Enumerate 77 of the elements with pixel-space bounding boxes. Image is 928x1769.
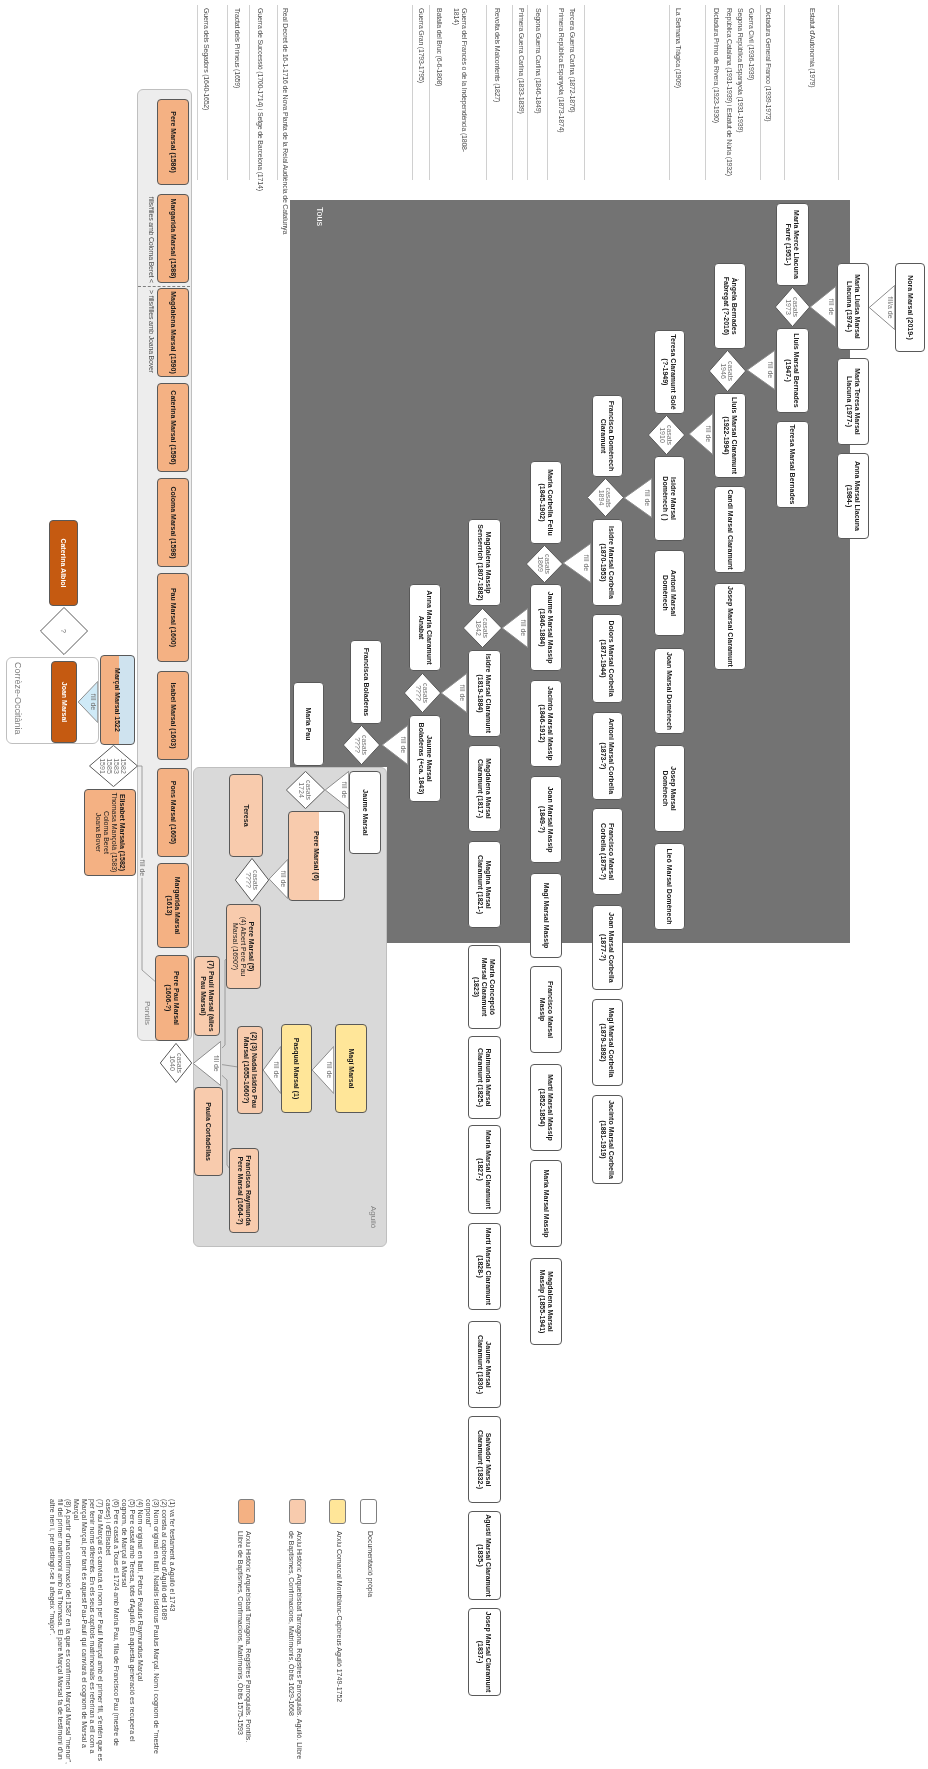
person-box <box>155 955 189 1041</box>
connector-line <box>221 958 228 1049</box>
person-box <box>468 1511 501 1600</box>
person-box <box>776 421 809 508</box>
person-box <box>592 614 623 703</box>
person-box <box>592 1095 623 1184</box>
person-box <box>837 453 869 539</box>
person-box <box>714 486 746 573</box>
region-panel <box>137 89 192 1041</box>
person-box <box>654 648 685 734</box>
connector-line <box>221 1075 231 1170</box>
connector-line <box>221 1064 239 1068</box>
person-box <box>229 774 263 857</box>
person-box <box>530 680 562 767</box>
person-box <box>837 358 869 445</box>
person-box <box>530 1064 562 1151</box>
person-box <box>530 873 562 958</box>
person-box <box>714 583 746 670</box>
person-box <box>293 682 324 766</box>
person-box <box>281 1024 312 1113</box>
region-label: Aguiló <box>369 1206 377 1229</box>
connector-line <box>137 765 157 983</box>
person-box <box>530 776 562 863</box>
person-box <box>194 956 220 1036</box>
person-box <box>84 789 136 876</box>
person-box <box>157 383 189 472</box>
person-box <box>350 640 382 724</box>
person-box <box>468 1036 501 1119</box>
person-box <box>654 456 685 541</box>
person-box <box>468 745 501 832</box>
person-box <box>530 966 562 1053</box>
person-box <box>468 841 501 928</box>
person-box <box>157 478 189 567</box>
person-box <box>530 1160 562 1247</box>
region-panel <box>193 767 387 1247</box>
region-label: Tous <box>315 207 324 226</box>
person-box <box>654 330 685 414</box>
person-box <box>776 203 809 286</box>
person-box <box>157 863 189 948</box>
person-box <box>157 99 189 185</box>
person-box <box>409 584 441 671</box>
person-box <box>468 519 501 606</box>
person-box <box>229 1148 259 1233</box>
person-box <box>288 811 345 901</box>
person-box <box>157 573 189 662</box>
person-box <box>654 550 685 636</box>
person-box <box>468 1321 501 1408</box>
region-label: Corrèze-Occitània <box>13 662 22 735</box>
person-box <box>157 194 189 283</box>
person-box <box>468 1416 501 1503</box>
person-box <box>530 584 562 671</box>
person-box <box>335 1024 367 1113</box>
person-box <box>530 1258 562 1345</box>
person-box <box>157 288 189 377</box>
person-box <box>226 904 261 989</box>
person-box <box>157 671 189 760</box>
person-box <box>468 945 501 1029</box>
person-box <box>468 1608 501 1696</box>
person-box <box>51 661 77 743</box>
person-box <box>157 768 189 857</box>
person-box <box>468 1125 501 1214</box>
person-box <box>49 520 78 606</box>
region-label: Pontils <box>143 1001 151 1025</box>
person-box <box>530 461 562 544</box>
person-box <box>592 712 623 800</box>
person-box <box>592 808 623 895</box>
person-box <box>714 263 746 349</box>
person-box <box>592 999 623 1086</box>
person-box <box>654 843 685 930</box>
person-box <box>468 1223 501 1310</box>
person-box <box>654 745 685 832</box>
person-box <box>592 395 623 477</box>
region-panel <box>6 657 99 744</box>
person-box <box>100 655 135 745</box>
person-box <box>592 905 623 990</box>
person-box <box>194 1087 223 1176</box>
person-box <box>237 1026 263 1114</box>
